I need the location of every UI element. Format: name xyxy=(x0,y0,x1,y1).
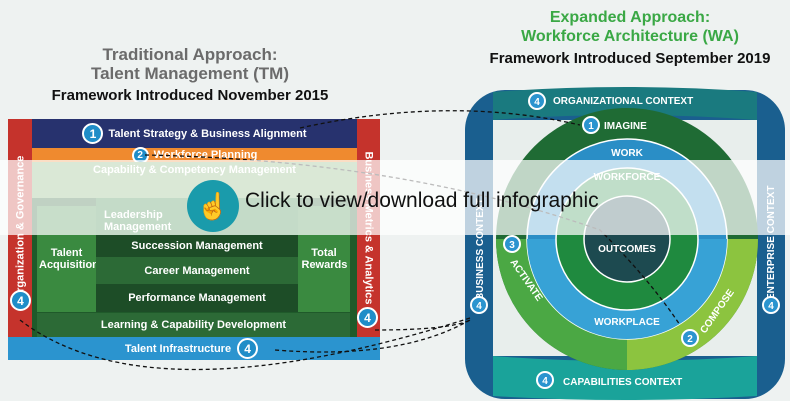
step-4-badge: 4 xyxy=(237,338,259,359)
step-1-number: 1 xyxy=(588,121,594,132)
tm-title-line2: Talent Management (TM) xyxy=(90,64,290,83)
capabilities-context-band xyxy=(493,356,757,400)
enterprise-context-label: ENTERPRISE CONTEXT xyxy=(766,186,777,300)
step-4-badge xyxy=(528,92,546,110)
step-4-badge: 4 xyxy=(357,307,378,328)
step-4-badge: 4 xyxy=(10,290,31,311)
download-infographic-link[interactable]: Click to view/download full infographic xyxy=(245,189,599,212)
tm-title-line1: Traditional Approach: xyxy=(102,45,278,64)
succession-band: Succession Management xyxy=(96,235,298,257)
step-4-number: 4 xyxy=(768,301,774,312)
business-context-label: BUSINESS CONTEXT xyxy=(475,198,486,300)
succession-label: Succession Management xyxy=(131,240,263,252)
learning-label: Learning & Capability Development xyxy=(100,319,287,331)
strategy-label: Talent Strategy & Business Alignment xyxy=(108,127,307,140)
leadership-label: Leadership Management xyxy=(104,209,172,233)
capabilities-context-label: CAPABILITIES CONTEXT xyxy=(563,377,682,388)
step-4-number: 4 xyxy=(534,97,540,108)
infrastructure-band: Talent Infrastructure 4 xyxy=(8,337,380,360)
learning-band: Learning & Capability Development xyxy=(37,313,350,337)
tap-hand-icon[interactable]: ☝ xyxy=(187,180,239,232)
step-2-number: 2 xyxy=(687,334,693,345)
step-1-badge: 1 xyxy=(82,123,104,144)
org-context-label: ORGANIZATIONAL CONTEXT xyxy=(553,96,693,107)
step-4-number: 4 xyxy=(542,376,548,387)
talent-acquisition-label: Talent Acquisition xyxy=(39,247,99,271)
org-context-band xyxy=(493,87,757,120)
performance-band: Performance Management xyxy=(96,284,298,312)
step-4-number: 4 xyxy=(476,301,482,312)
work-label: WORK xyxy=(611,148,643,159)
workplace-label: WORKPLACE xyxy=(594,317,660,328)
step-3-number: 3 xyxy=(509,240,515,251)
performance-label: Performance Management xyxy=(128,292,266,304)
download-overlay[interactable] xyxy=(0,160,790,235)
career-label: Career Management xyxy=(144,264,250,277)
wa-title-line1: Expanded Approach: xyxy=(549,9,711,26)
wa-title-line2: Workforce Architecture (WA) xyxy=(521,28,739,45)
wa-subtitle: Framework Introduced September 2019 xyxy=(489,50,771,67)
capability-label: Capability & Competency Management xyxy=(93,164,296,176)
tm-subtitle: Framework Introduced November 2015 xyxy=(51,87,329,104)
workforce-planning-label: Workforce Planning xyxy=(153,149,258,161)
strategy-band: 1 Talent Strategy & Business Alignment xyxy=(32,119,357,148)
career-band: Career Management xyxy=(96,257,298,284)
total-rewards-label: Total Rewards xyxy=(301,247,348,271)
imagine-label: IMAGINE xyxy=(604,121,647,132)
infrastructure-label: Talent Infrastructure xyxy=(124,342,232,355)
